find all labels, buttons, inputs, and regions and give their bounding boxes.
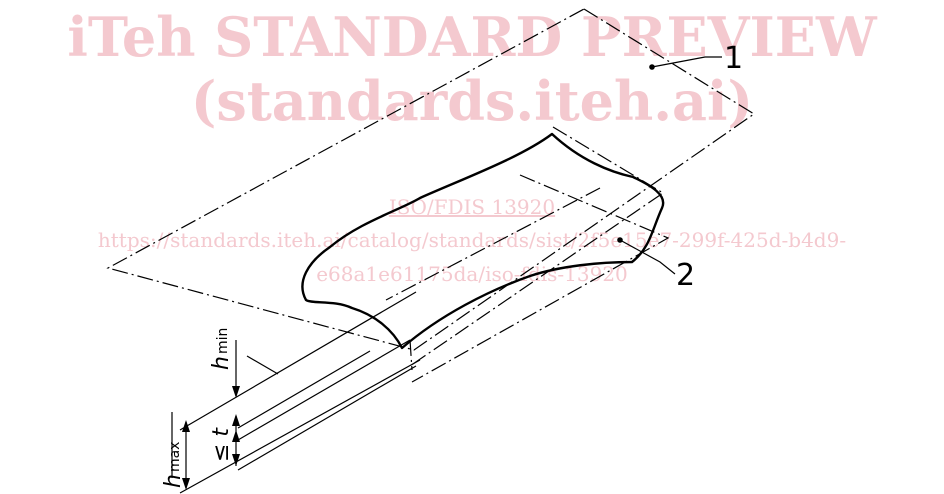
hmax-label: hmax	[161, 442, 186, 488]
lower-tolerance-plane	[411, 174, 670, 383]
callout-1-label: 1	[724, 41, 743, 76]
hmin-label: hmin	[209, 328, 234, 370]
watermark: iTeh STANDARD PREVIEW (standards.iteh.ai…	[67, 5, 878, 286]
t-arrow-down	[232, 454, 240, 466]
t-arrow-up	[232, 430, 240, 442]
watermark-title: iTeh STANDARD PREVIEW	[67, 5, 878, 69]
hmax-arrow-up	[182, 420, 190, 432]
watermark-subtitle: (standards.iteh.ai)	[191, 69, 753, 133]
real-surface	[301, 132, 665, 350]
extension-line-5	[179, 359, 421, 494]
callout-2-label: 2	[676, 258, 695, 293]
reference-plane	[106, 8, 756, 351]
callout-1-leader	[651, 56, 722, 68]
extension-line-2	[237, 339, 411, 441]
tolerance-label: ≤ t	[209, 427, 234, 462]
watermark-url-line1: https://standards.iteh.ai/catalog/standa…	[98, 228, 846, 252]
upper-tolerance-plane	[409, 126, 665, 367]
extension-line-3	[237, 350, 371, 429]
watermark-doc-id: ISO/FDIS 13920	[389, 195, 555, 219]
hmax-arrow-down	[182, 478, 190, 490]
extension-line-4	[179, 291, 417, 431]
callout-2-leader	[619, 239, 676, 275]
extension-line-1	[237, 365, 417, 471]
hmin-arrow-up	[232, 414, 240, 426]
hmin-leader	[246, 355, 279, 375]
hmin-arrow-down	[232, 386, 240, 398]
surface-centerline	[385, 187, 601, 301]
tolerance-plane-edge	[409, 339, 413, 371]
